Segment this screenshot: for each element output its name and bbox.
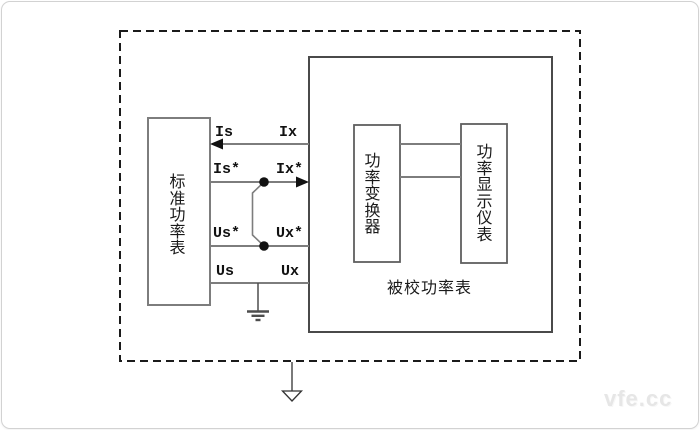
wire-label-us: Us <box>216 263 235 280</box>
earth-arrow-icon <box>280 362 304 402</box>
left-arrowhead-icon <box>210 138 223 150</box>
calibration-loop-boundary <box>119 30 581 362</box>
display-box <box>460 123 508 264</box>
wire-label-ix: Ix <box>279 124 298 141</box>
wire-label-is-star: Is* <box>213 161 241 178</box>
converter-box <box>353 124 401 263</box>
converter-label: 功率变换器 <box>364 153 381 236</box>
display-label: 功率显示仪表 <box>476 144 493 244</box>
wire-label-ux-star: Ux* <box>276 225 304 242</box>
right-arrowhead-icon <box>296 176 309 188</box>
ground-icon <box>247 283 269 322</box>
junction-jog-wire <box>251 181 265 247</box>
junction-dot-bottom <box>259 241 269 251</box>
standard-meter-box <box>147 117 211 306</box>
wire-label-ix-star: Ix* <box>276 161 304 178</box>
dut-box <box>308 56 553 333</box>
dut-label: 被校功率表 <box>387 280 473 297</box>
wire-label-ux: Ux <box>281 263 300 280</box>
standard-meter-label: 标准功率表 <box>169 174 186 257</box>
junction-dot-top <box>259 177 269 187</box>
wire-label-us-star: Us* <box>213 225 241 242</box>
watermark: vfe.cc <box>604 386 673 411</box>
wire-label-is: Is <box>215 124 234 141</box>
